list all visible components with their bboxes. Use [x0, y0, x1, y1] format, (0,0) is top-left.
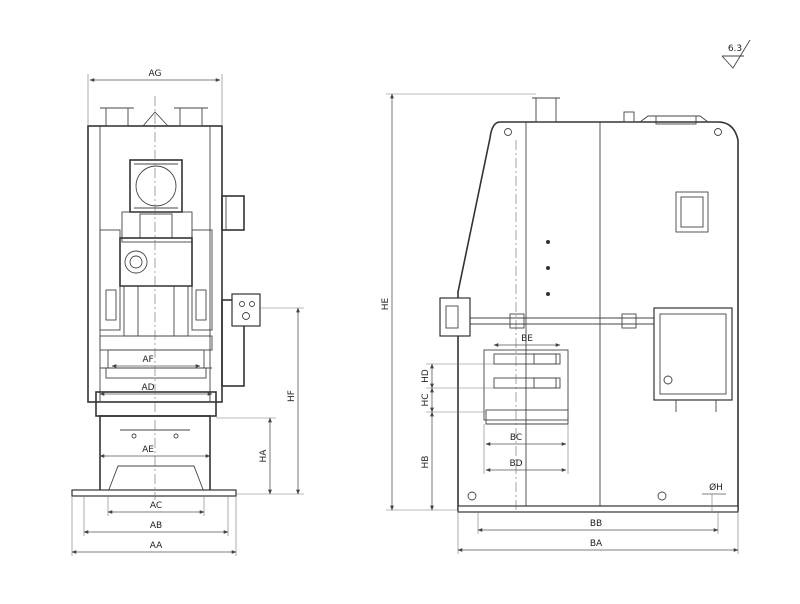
dim-label-ab: AB — [150, 521, 162, 531]
side-base — [457, 505, 739, 513]
side-left-panel — [439, 297, 471, 337]
dim-label-ag: AG — [149, 69, 162, 79]
dim-label-ha: HA — [259, 449, 269, 463]
front-slide — [119, 237, 193, 287]
surface-finish-symbol: 6.3 — [721, 39, 751, 69]
dim-label-hb: HB — [421, 456, 431, 469]
front-bed — [95, 391, 217, 417]
dim-label-hf: HF — [287, 390, 297, 402]
dim-label-be: BE — [521, 334, 533, 344]
dim-label-aa: AA — [150, 541, 163, 551]
front-flywheel-box — [129, 159, 183, 213]
side-view: HE BE HD HC HB BC BD ØH BB — [381, 93, 739, 554]
dim-label-ba: BA — [590, 539, 603, 549]
electrical-cabinet — [653, 307, 733, 401]
front-foot — [71, 489, 237, 497]
dim-label-ad: AD — [141, 383, 154, 393]
dim-label-hc: HC — [421, 393, 431, 406]
dim-label-hd: HD — [421, 369, 431, 383]
front-motor — [221, 195, 245, 231]
dim-label-ac: AC — [150, 501, 162, 511]
dim-label-af: AF — [142, 355, 153, 365]
dim-label-bd: BD — [509, 459, 522, 469]
dim-label-he: HE — [381, 297, 391, 310]
side-window — [675, 191, 709, 233]
dim-label-bb: BB — [590, 519, 602, 529]
dim-label-bc: BC — [510, 433, 522, 443]
surface-finish-value: 6.3 — [728, 44, 742, 54]
front-view: AG AF AD AE AC AB AA HF HA — [71, 69, 304, 556]
dim-label-ae: AE — [142, 445, 154, 455]
front-control-panel — [231, 293, 261, 327]
dim-label-phi-h: ØH — [709, 482, 723, 493]
